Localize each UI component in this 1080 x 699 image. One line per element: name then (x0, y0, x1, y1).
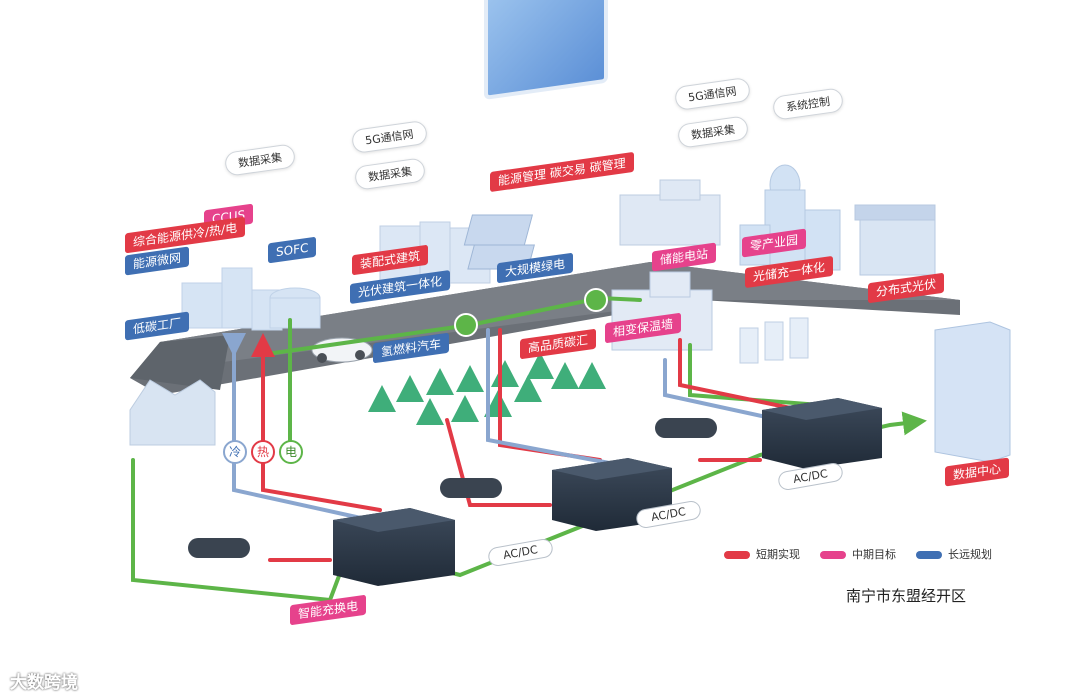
red-flow-2 (261, 458, 382, 512)
charging-cabinets (739, 317, 809, 364)
region-label: 南宁市东盟经开区 (846, 587, 967, 605)
pipe-coils (188, 418, 717, 558)
green-flow-road (258, 295, 642, 357)
marker-electric: 电 (279, 440, 303, 464)
storage-buildings (619, 179, 721, 246)
blue-flow-3 (663, 358, 782, 422)
left-factory (129, 379, 216, 446)
legend-short-term: 短期实现 (724, 546, 800, 562)
converter-boxes (333, 398, 882, 586)
green-flow-right (688, 343, 822, 407)
data-center-building (934, 321, 1011, 463)
ground-patch (130, 335, 230, 390)
red-flow-4 (445, 418, 552, 507)
marker-cold: 冷 (223, 440, 247, 464)
green-flow-main (131, 458, 347, 603)
distributed-pv-buildings (854, 204, 936, 276)
red-flow-6 (678, 338, 802, 412)
platform-screen (484, 0, 608, 100)
trees (368, 352, 606, 425)
legend-mid-term: 中期目标 (820, 546, 896, 562)
factory-buildings (181, 267, 321, 331)
power-nodes (454, 288, 608, 337)
watermark: 大数跨境 (10, 673, 78, 693)
blue-flow-1 (222, 333, 372, 522)
marker-heat: 热 (251, 440, 275, 464)
legend-long-term: 长远规划 (916, 546, 992, 562)
blue-flow-2 (486, 328, 622, 467)
